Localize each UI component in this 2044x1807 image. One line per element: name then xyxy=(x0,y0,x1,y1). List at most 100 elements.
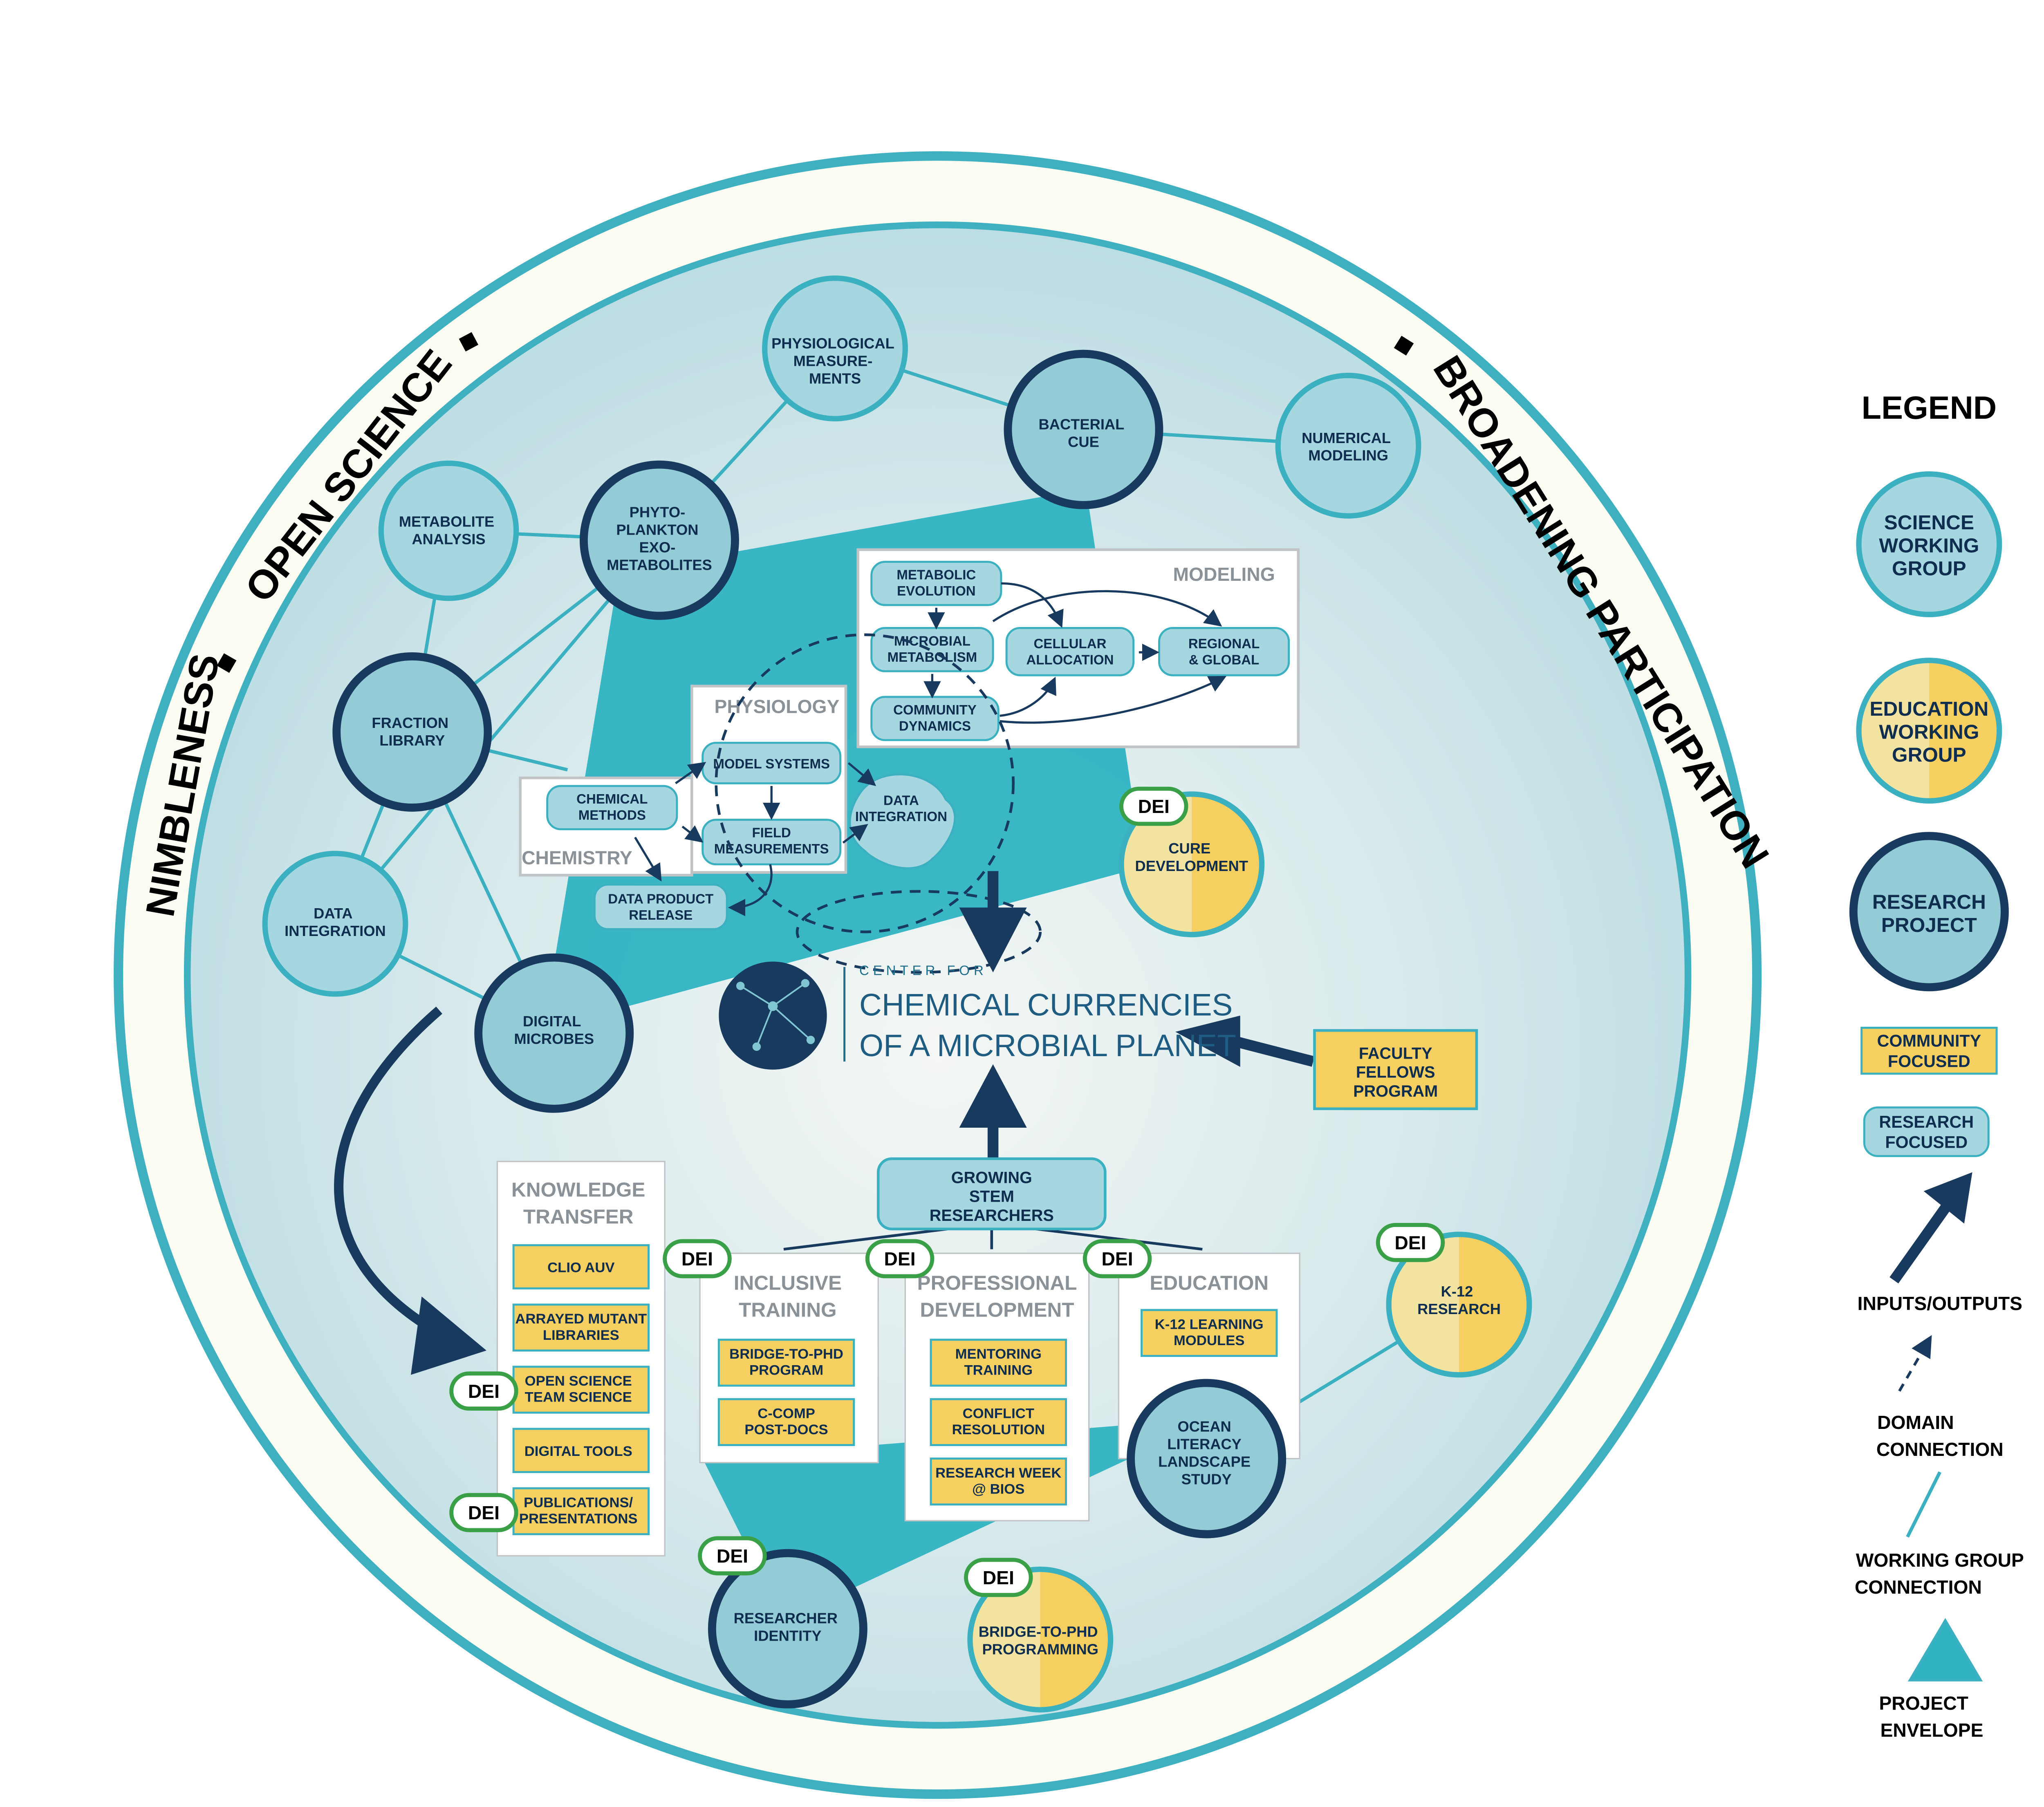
research-fraction[interactable]: FRACTION LIBRARY xyxy=(332,652,492,812)
svg-text:INPUTS/OUTPUTS: INPUTS/OUTPUTS xyxy=(1858,1293,2022,1314)
pd-item-research-week[interactable]: RESEARCH WEEK@ BIOS xyxy=(930,1458,1067,1506)
education-k12[interactable]: K-12 RESEARCH xyxy=(1386,1232,1532,1378)
dei-badge[interactable]: DEI xyxy=(1119,786,1188,826)
physiological-label: PHYSIOLOGICAL MEASURE- MENTS xyxy=(771,335,899,387)
dei-badge[interactable]: DEI xyxy=(1376,1223,1445,1262)
dei-badges: DEI DEI DEI DEI DEI DEI DEI DEI DEI xyxy=(449,786,1445,1597)
domain-connections xyxy=(715,633,1042,974)
center-logo-network xyxy=(736,979,815,1051)
modeling-arrows xyxy=(923,582,1227,724)
svg-text:PUBLICATIONS/PRESENTATIONS: PUBLICATIONS/PRESENTATIONS xyxy=(519,1495,638,1527)
dei-badge[interactable]: DEI xyxy=(663,1239,732,1279)
dei-badge[interactable]: DEI xyxy=(449,1493,518,1532)
kt-item-digital-tools[interactable]: DIGITAL TOOLS xyxy=(512,1428,650,1473)
dei-badge[interactable]: DEI xyxy=(1083,1239,1152,1279)
modeling-title: MODELING xyxy=(1173,564,1275,585)
main-arrows xyxy=(959,871,1315,1164)
bridge-label: BRIDGE-TO-PHD PROGRAMMING xyxy=(979,1623,1102,1658)
svg-text:DEI: DEI xyxy=(1138,796,1170,817)
research-phyto[interactable]: PHYTO- PLANKTON EXO- METABOLITES xyxy=(580,460,739,620)
education-working-groups: CURE DEVELOPMENT K-12 RESEARCH BRIDGE-TO… xyxy=(967,791,1532,1713)
ocean-literacy-overlay xyxy=(1127,1379,1286,1538)
education-cure[interactable]: CURE DEVELOPMENT xyxy=(1118,791,1265,938)
center-logo: CENTER FOR CHEMICAL CURRENCIES OF A MICR… xyxy=(719,961,1236,1070)
numerical-label: NUMERICAL MODELING xyxy=(1302,430,1395,464)
dei-badge[interactable]: DEI xyxy=(865,1239,935,1279)
box-model-systems[interactable]: MODEL SYSTEMS xyxy=(702,741,842,784)
dei-badge[interactable]: DEI xyxy=(449,1371,518,1411)
ring-text-top-path: INTEGRATION OF SCIENCE AND EDUCATION xyxy=(0,0,16,9)
kt-item-clio[interactable]: CLIO AUV xyxy=(512,1244,650,1290)
svg-text:DEI: DEI xyxy=(468,1502,500,1523)
svg-text:DIGITAL TOOLS: DIGITAL TOOLS xyxy=(524,1444,632,1459)
research-digital[interactable]: DIGITAL MICROBES xyxy=(474,953,634,1113)
phyto-label: PHYTO- PLANKTON EXO- METABOLITES xyxy=(607,504,712,573)
svg-text:DEI: DEI xyxy=(681,1248,713,1270)
svg-text:DEI: DEI xyxy=(884,1248,916,1270)
dei-badge[interactable]: DEI xyxy=(964,1558,1033,1597)
science-group-metabolite[interactable]: METABOLITE ANALYSIS xyxy=(378,460,519,601)
svg-text:DEI: DEI xyxy=(1395,1232,1426,1253)
research-researcher-identity[interactable]: RESEARCHER IDENTITY xyxy=(708,1549,867,1708)
education-bridge[interactable]: BRIDGE-TO-PHD PROGRAMMING xyxy=(967,1566,1114,1713)
physiology-title: PHYSIOLOGY xyxy=(715,696,840,717)
k12-label: K-12 RESEARCH xyxy=(1417,1283,1501,1317)
science-group-physiological[interactable]: PHYSIOLOGICAL MEASURE- MENTS xyxy=(762,275,908,421)
svg-text:REGIONAL& GLOBAL: REGIONAL& GLOBAL xyxy=(1188,636,1260,668)
researcher-identity-label: RESEARCHER IDENTITY xyxy=(734,1610,842,1644)
kt-item-publications[interactable]: PUBLICATIONS/PRESENTATIONS xyxy=(512,1487,650,1536)
science-group-data-integration[interactable]: DATA INTEGRATION xyxy=(262,851,408,997)
science-group-numerical[interactable]: NUMERICAL MODELING xyxy=(1275,372,1421,519)
dei-badge[interactable]: DEI xyxy=(698,1536,767,1576)
box-regional-global[interactable]: REGIONAL& GLOBAL xyxy=(1158,627,1290,676)
research-bacterial-cue[interactable]: BACTERIAL CUE xyxy=(1004,349,1163,509)
chemistry-title: CHEMISTRY xyxy=(522,847,632,869)
data-integration-label: DATA INTEGRATION xyxy=(285,905,386,939)
